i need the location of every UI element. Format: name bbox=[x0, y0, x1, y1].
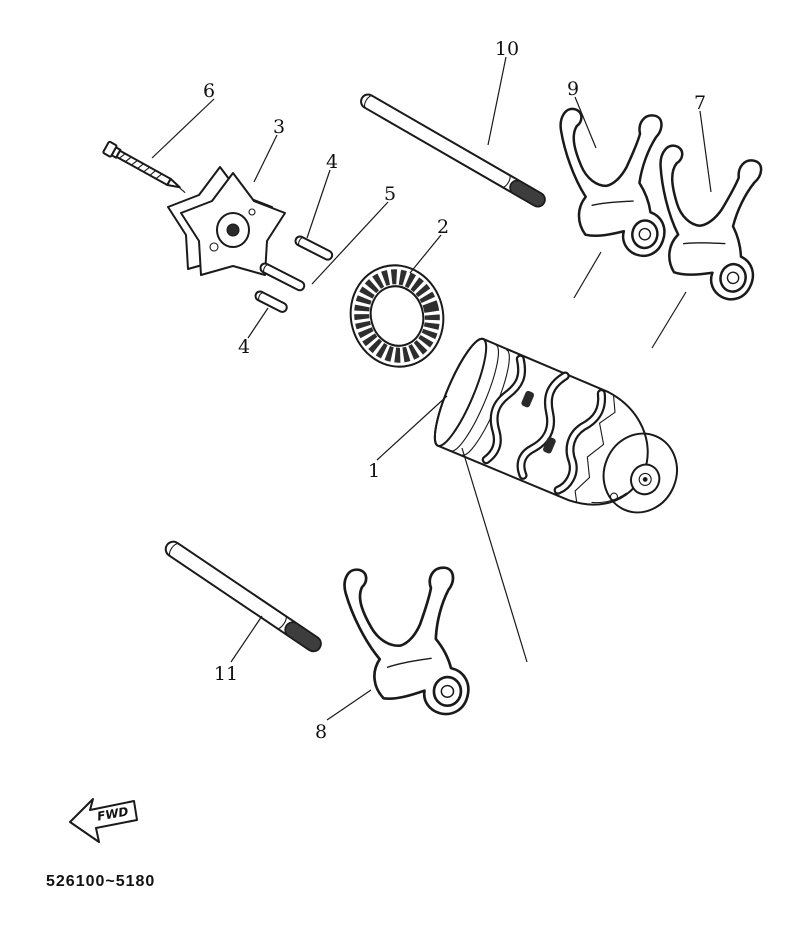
cam-groove bbox=[555, 391, 604, 493]
leader-lines bbox=[151, 56, 712, 721]
plate-pin-hole bbox=[209, 242, 219, 252]
pin-body bbox=[254, 290, 288, 313]
bolt-thread bbox=[130, 159, 138, 166]
engagement-line-fork9 bbox=[573, 251, 602, 299]
callout-label-4b: 4 bbox=[238, 336, 250, 358]
engagement-line-fork7 bbox=[651, 291, 687, 349]
bolt-thread bbox=[118, 153, 126, 159]
part-pin-4b bbox=[254, 290, 288, 313]
bolt-tip-point bbox=[178, 187, 186, 193]
cam-slot bbox=[521, 390, 535, 408]
callout-label-5: 5 bbox=[384, 183, 396, 205]
drum-end-face bbox=[602, 432, 678, 514]
bar-cap-line bbox=[364, 95, 373, 109]
callout-label-6: 6 bbox=[203, 80, 215, 102]
bearing-inner-ring bbox=[369, 285, 425, 347]
part-pin-4a bbox=[294, 235, 334, 261]
bar-dark-tip bbox=[509, 179, 546, 208]
part-shift-fork-8 bbox=[338, 563, 475, 717]
bolt-tip bbox=[166, 177, 181, 189]
part-stopper-bolt bbox=[102, 140, 186, 193]
fwd-direction-arrow: FWD bbox=[69, 798, 138, 843]
bar-collar-line bbox=[276, 615, 287, 630]
callout-label-10: 10 bbox=[495, 38, 519, 60]
bar-collar-line bbox=[501, 174, 511, 188]
callout-label-2: 2 bbox=[437, 216, 449, 238]
callout-label-3: 3 bbox=[273, 116, 285, 138]
leader-line-3 bbox=[253, 134, 278, 183]
part-guide-bar-11 bbox=[164, 540, 322, 653]
part-pin-5 bbox=[259, 262, 306, 292]
part-guide-bar-10 bbox=[360, 93, 546, 208]
cam-slot bbox=[543, 437, 556, 454]
leader-line-1 bbox=[376, 395, 448, 461]
bar-dark-tip bbox=[284, 621, 322, 652]
pin-end-line bbox=[298, 237, 304, 247]
callout-label-7: 7 bbox=[694, 92, 706, 114]
drum-rib bbox=[450, 344, 499, 452]
fwd-arrow-shape bbox=[69, 798, 138, 843]
drum-castellation-edge bbox=[574, 394, 616, 504]
bolt-shaft bbox=[115, 149, 172, 186]
bolt-thread bbox=[124, 156, 132, 163]
plate-pin-hole bbox=[248, 208, 256, 216]
bolt-thread bbox=[149, 170, 157, 176]
plate-center-hole bbox=[226, 223, 240, 237]
part-shift-fork-9 bbox=[542, 101, 682, 260]
leader-line-4a bbox=[306, 169, 331, 239]
callout-label-1: 1 bbox=[368, 460, 380, 482]
bearing-rollers bbox=[354, 269, 440, 363]
drum-left-face bbox=[433, 337, 488, 447]
callout-label-8: 8 bbox=[315, 721, 327, 743]
leader-line-8 bbox=[326, 689, 372, 721]
leader-line-5 bbox=[311, 201, 389, 285]
part-code: 526100~5180 bbox=[46, 873, 155, 890]
part-needle-bearing bbox=[349, 264, 445, 368]
bolt-thread bbox=[143, 166, 151, 173]
pin-body bbox=[259, 262, 306, 292]
part-cam-segment-plate bbox=[167, 166, 286, 276]
pin-end-line bbox=[263, 264, 269, 274]
pin-body bbox=[294, 235, 334, 261]
leader-line-11 bbox=[230, 615, 263, 663]
callout-label-4a: 4 bbox=[326, 151, 338, 173]
callout-labels: 6 3 4 5 2 10 9 7 4 1 11 8 bbox=[203, 38, 706, 743]
leader-line-6 bbox=[151, 98, 215, 159]
bolt-thread bbox=[136, 163, 145, 170]
part-shift-cam-drum bbox=[433, 337, 678, 514]
bar-body bbox=[164, 540, 322, 653]
drum-end-hole bbox=[638, 472, 652, 486]
bolt-thread bbox=[155, 173, 163, 180]
pin-end-line bbox=[258, 292, 264, 302]
bar-cap-line bbox=[168, 543, 180, 557]
cam-groove bbox=[483, 356, 524, 462]
drum-end-center-dot bbox=[642, 477, 648, 482]
cam-groove bbox=[518, 373, 568, 478]
leader-line-9 bbox=[574, 96, 597, 149]
fwd-arrow-label: FWD bbox=[96, 804, 129, 823]
callout-label-9: 9 bbox=[567, 78, 579, 100]
leader-line-7 bbox=[699, 110, 712, 193]
callout-label-11: 11 bbox=[214, 663, 238, 685]
leader-line-10 bbox=[487, 56, 507, 146]
leader-line-2 bbox=[409, 234, 442, 274]
leader-line-4b bbox=[247, 307, 269, 339]
drum-shading-line bbox=[591, 492, 627, 504]
engagement-line-fork8 bbox=[461, 447, 528, 663]
